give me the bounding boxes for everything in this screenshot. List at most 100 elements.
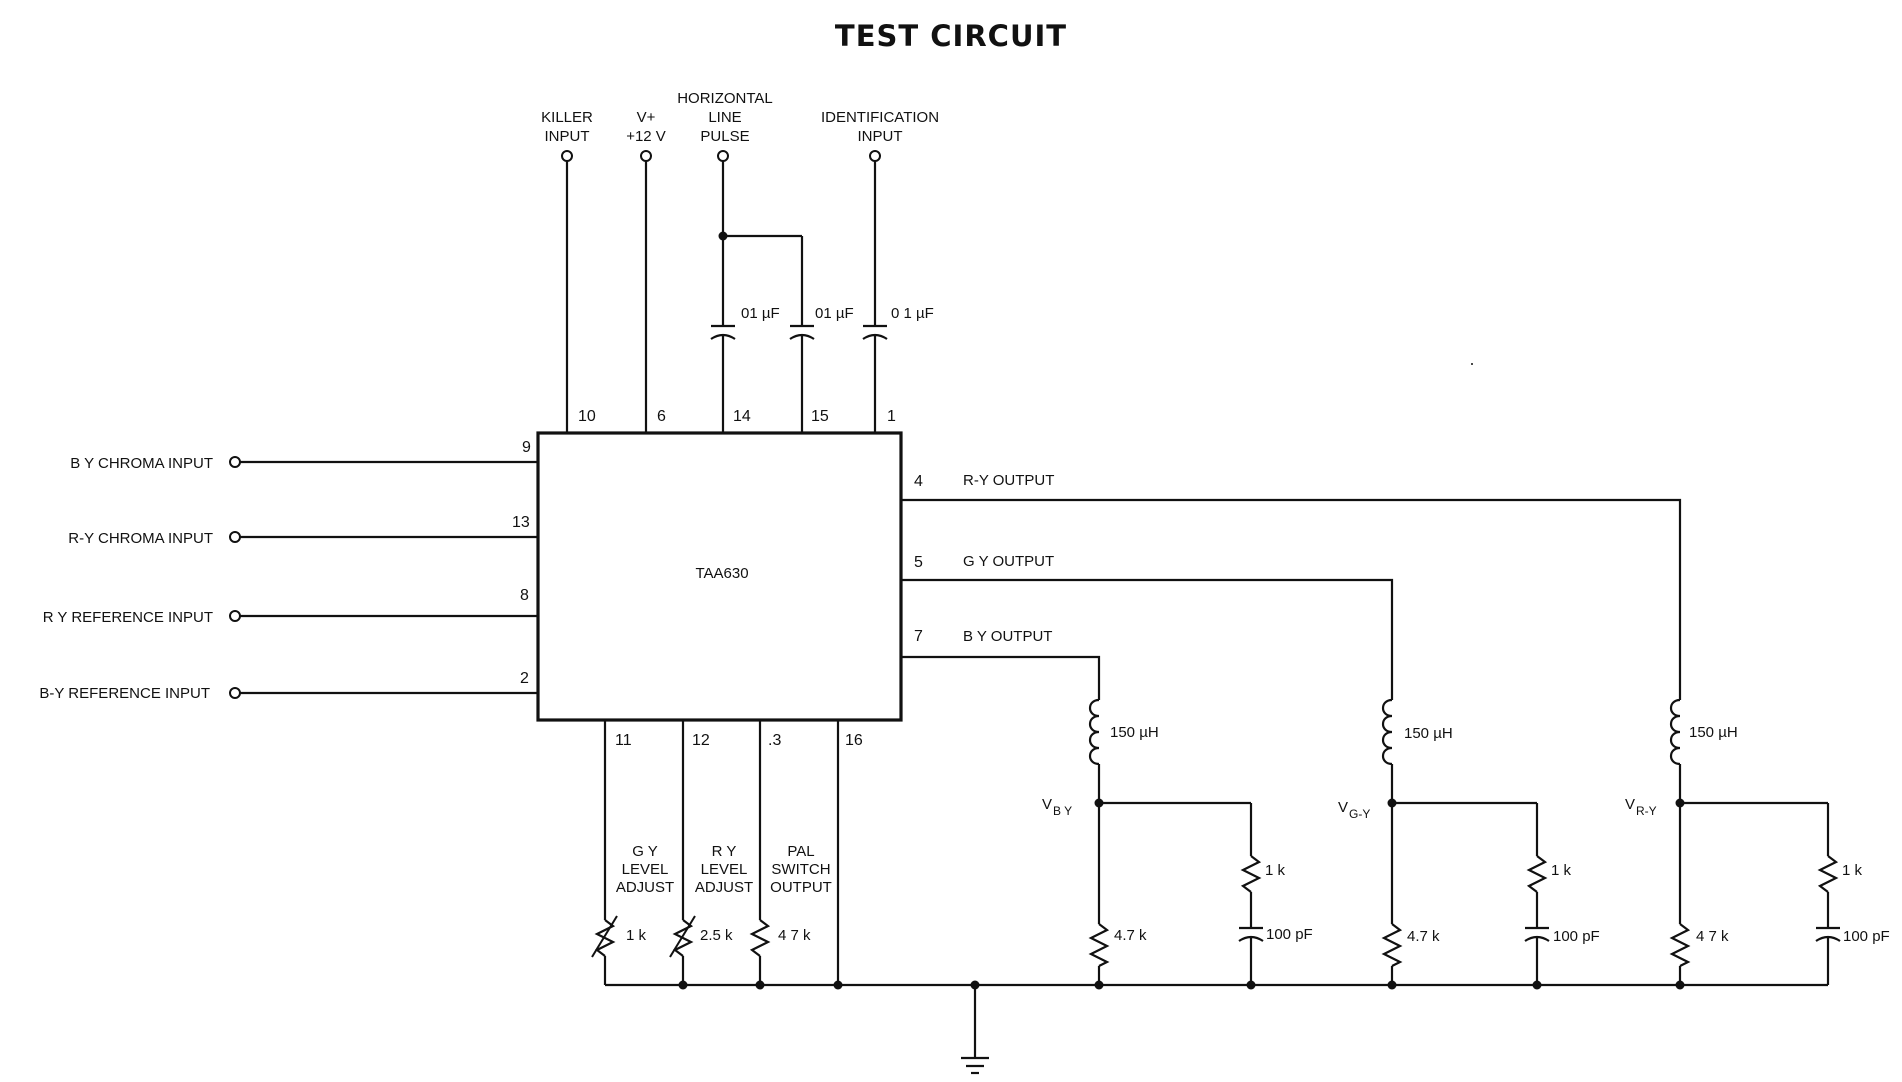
gy-resistor-47k: [1381, 923, 1403, 967]
pin-2: 2: [520, 670, 529, 687]
by-ref-terminal: [229, 687, 241, 699]
gy-inductor-value: 150 µH: [1404, 725, 1453, 742]
ry-inductor-value: 150 µH: [1689, 724, 1738, 741]
by-r1-value: 1 k: [1265, 862, 1286, 879]
ry-ref-input: R Y REFERENCE INPUT: [43, 609, 538, 626]
vplus-input: V+ +12 V: [626, 109, 666, 433]
p11-trim-arrow: [591, 915, 618, 958]
by-inductor-value: 150 µH: [1110, 724, 1159, 741]
by-r2-value: 4.7 k: [1114, 927, 1147, 944]
pin-7: 7: [914, 628, 923, 645]
by-c-value: 100 pF: [1266, 926, 1313, 943]
gnd-dot-760: [755, 980, 765, 990]
gnd-dot-683: [678, 980, 688, 990]
by-inductor: [1088, 698, 1100, 766]
by-output-label: B Y OUTPUT: [963, 628, 1052, 645]
ry-chroma-input: R-Y CHROMA INPUT: [68, 530, 538, 547]
killer-label-1: KILLER: [541, 109, 593, 126]
ry-level-value: 2.5 k: [700, 927, 733, 944]
gy-c-value: 100 pF: [1553, 928, 1600, 945]
pin-14: 14: [733, 408, 751, 425]
killer-input: KILLER INPUT: [541, 109, 593, 433]
by-node-v: V: [1042, 796, 1052, 813]
gy-inductor: [1381, 698, 1393, 766]
vplus-label-2: +12 V: [626, 128, 666, 145]
c1-value: 01 µF: [741, 305, 780, 322]
gnd-dot-1537: [1532, 980, 1542, 990]
hline-label-2: LINE: [708, 109, 741, 126]
ident-label-2: INPUT: [858, 128, 903, 145]
gy-filter: 150 µH V G-Y 1 k 4.7 k 100 pF: [1338, 698, 1600, 985]
gnd-dot-1099: [1094, 980, 1104, 990]
gy-level-2: LEVEL: [622, 861, 669, 878]
ry-chroma-label: R-Y CHROMA INPUT: [68, 530, 213, 547]
pal-value: 4 7 k: [778, 927, 811, 944]
by-resistor-47k: [1088, 923, 1110, 967]
gy-resistor-1k: [1526, 855, 1548, 893]
ry-chroma-terminal: [229, 531, 241, 543]
pal-1: PAL: [787, 843, 814, 860]
vplus-terminal: [640, 150, 652, 162]
ident-label-1: IDENTIFICATION: [821, 109, 939, 126]
c3-value: 0 1 µF: [891, 305, 934, 322]
by-ref-input: B-Y REFERENCE INPUT: [39, 685, 538, 702]
hline-input: HORIZONTAL LINE PULSE: [677, 90, 815, 433]
ident-input: IDENTIFICATION INPUT: [821, 109, 939, 433]
pin-4: 4: [914, 473, 923, 490]
p3-resistor: [749, 919, 771, 957]
ry-inductor: [1669, 698, 1681, 766]
pin-13: 13: [512, 514, 530, 531]
ry-level-2: LEVEL: [701, 861, 748, 878]
by-chroma-input: B Y CHROMA INPUT: [70, 455, 538, 472]
gy-level-1: G Y: [632, 843, 658, 860]
ry-r1-value: 1 k: [1842, 862, 1863, 879]
killer-terminal: [561, 150, 573, 162]
gy-level-adjust: G Y LEVEL ADJUST 1 k: [591, 720, 674, 985]
gnd-dot-1680: [1675, 980, 1685, 990]
hline-terminal: [717, 150, 729, 162]
ry-node-v: V: [1625, 796, 1635, 813]
vplus-label-1: V+: [637, 109, 656, 126]
gy-output-wire: [901, 578, 1394, 700]
ry-ref-terminal: [229, 610, 241, 622]
ry-c-value: 100 pF: [1843, 928, 1890, 945]
killer-label-2: INPUT: [545, 128, 590, 145]
pal-3: OUTPUT: [770, 879, 832, 896]
c2-value: 01 µF: [815, 305, 854, 322]
pin-1: 1: [887, 408, 896, 425]
gnd-dot-1392: [1387, 980, 1397, 990]
p12-trim-arrow: [669, 915, 696, 958]
gnd-dot-1251: [1246, 980, 1256, 990]
pal-switch-output: PAL SWITCH OUTPUT 4 7 k: [749, 720, 832, 985]
gnd-dot-838: [833, 980, 843, 990]
ry-resistor-1k: [1817, 855, 1839, 893]
ground-icon: [961, 985, 989, 1075]
hline-label-1: HORIZONTAL: [677, 90, 773, 107]
pin-15: 15: [811, 408, 829, 425]
pin-10: 10: [578, 408, 596, 425]
by-output-wire: [901, 655, 1101, 700]
ry-node-sub: R-Y: [1636, 804, 1657, 818]
gy-r1-value: 1 k: [1551, 862, 1572, 879]
gy-level-3: ADJUST: [616, 879, 674, 896]
pin-5: 5: [914, 554, 923, 571]
gy-output-label: G Y OUTPUT: [963, 553, 1054, 570]
pin-3: .3: [768, 732, 781, 749]
ry-output-label: R-Y OUTPUT: [963, 472, 1054, 489]
ry-level-1: R Y: [712, 843, 737, 860]
scan-speck: [1471, 363, 1473, 365]
by-filter: 150 µH V B Y 1 k 4.7 k 100 pF: [1042, 698, 1313, 985]
by-ref-label: B-Y REFERENCE INPUT: [39, 685, 210, 702]
pin-12: 12: [692, 732, 710, 749]
gy-r2-value: 4.7 k: [1407, 928, 1440, 945]
by-chroma-terminal: [229, 456, 241, 468]
ry-resistor-47k: [1669, 923, 1691, 967]
by-resistor-1k: [1240, 855, 1262, 893]
by-node-sub: B Y: [1053, 804, 1072, 818]
gy-node-sub: G-Y: [1349, 807, 1370, 821]
ry-r2-value: 4 7 k: [1696, 928, 1729, 945]
ry-filter: 150 µH V R-Y 1 k 4 7 k 100 pF: [1625, 698, 1890, 985]
by-chroma-label: B Y CHROMA INPUT: [70, 455, 213, 472]
ry-ref-label: R Y REFERENCE INPUT: [43, 609, 213, 626]
